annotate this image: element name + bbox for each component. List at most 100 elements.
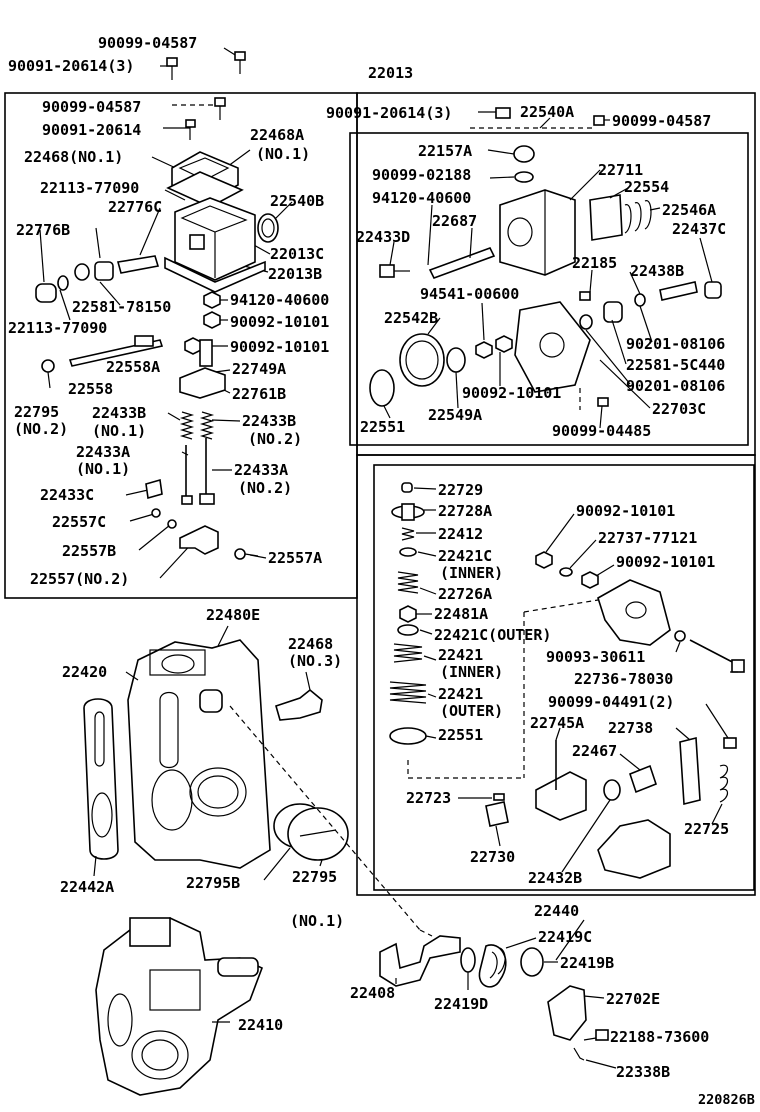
label-22421C-outer: 22421C(OUTER) (434, 626, 551, 644)
label-22433B-1: 22433B (92, 404, 146, 422)
label-22433C: 22433C (40, 486, 94, 504)
label-22749A: 22749A (232, 360, 286, 378)
label-22557A: 22557A (268, 549, 322, 567)
label-22419D: 22419D (434, 995, 488, 1013)
governor-parts (389, 482, 745, 879)
label-22412: 22412 (438, 525, 483, 543)
label-22776B: 22776B (16, 221, 70, 239)
label-22438B: 22438B (630, 262, 684, 280)
label-90091-20614-3-r: 90091-20614(3) (326, 104, 452, 122)
label-22433B-2: 22433B (242, 412, 296, 430)
label-90099-04587-r: 90099-04587 (612, 112, 711, 130)
label-22551-r: 22551 (360, 418, 405, 436)
label-22480E: 22480E (206, 606, 260, 624)
label-90092-10101-r: 90092-10101 (462, 384, 561, 402)
label-22730: 22730 (470, 848, 515, 866)
label-22433A-1: 22433A (76, 443, 130, 461)
label-22420: 22420 (62, 663, 107, 681)
label-22711: 22711 (598, 161, 643, 179)
label-22558A: 22558A (106, 358, 160, 376)
label-22728A: 22728A (438, 502, 492, 520)
bottom-labels: 22440 22419C 22419B 22408 22419D 22702E … (238, 902, 755, 1108)
label-22702E: 22702E (606, 990, 660, 1008)
pump-assembly (95, 917, 264, 1096)
label-22687: 22687 (432, 212, 477, 230)
label-90099-04491-2: 90099-04491(2) (548, 693, 674, 711)
label-90201-08106-b: 90201-08106 (626, 377, 725, 395)
label-22725: 22725 (684, 820, 729, 838)
label-22188-73600: 22188-73600 (610, 1028, 709, 1046)
label-22557-no2: 22557(NO.2) (30, 570, 129, 588)
label-22468-no3-sub: (NO.3) (288, 652, 342, 670)
label-90099-04587-top: 90099-04587 (98, 34, 197, 52)
label-22433A-2: 22433A (234, 461, 288, 479)
governor-frame (356, 454, 756, 896)
label-22795-no2: (NO.2) (14, 420, 68, 438)
label-90201-08106-a: 90201-08106 (626, 335, 725, 353)
adjuster-leaders (383, 111, 713, 429)
label-22433D: 22433D (356, 228, 410, 246)
label-22745A: 22745A (530, 714, 584, 732)
label-90092-10101-g2: 90092-10101 (616, 553, 715, 571)
label-22408: 22408 (350, 984, 395, 1002)
label-22338B: 22338B (616, 1063, 670, 1081)
label-22723: 22723 (406, 789, 451, 807)
label-22113-77090-b: 22113-77090 (8, 319, 107, 337)
label-90092-10101-a: 90092-10101 (230, 313, 329, 331)
label-22433B-2-sub: (NO.2) (248, 430, 302, 448)
housing-labels: 22480E 22468 (NO.3) 22420 22442A 22795B … (60, 606, 344, 930)
adjuster-parts (369, 107, 722, 407)
label-22442A: 22442A (60, 878, 114, 896)
label-22776C: 22776C (108, 198, 162, 216)
label-22433A-1-sub: (NO.1) (76, 460, 130, 478)
label-22549A: 22549A (428, 406, 482, 424)
label-90091-20614-3-top: 90091-20614(3) (8, 57, 134, 75)
label-90099-04485: 90099-04485 (552, 422, 651, 440)
label-90092-10101-b: 90092-10101 (230, 338, 329, 356)
label-22421C-inner: 22421C (438, 547, 492, 565)
label-22437C: 22437C (672, 220, 726, 238)
label-22726A: 22726A (438, 585, 492, 603)
label-22581-5C440: 22581-5C440 (626, 356, 725, 374)
left-labels: 90099-04587 90091-20614(3) 22013 90099-0… (8, 34, 413, 588)
label-22419C: 22419C (538, 928, 592, 946)
label-22421-inner: 22421 (438, 646, 483, 664)
label-90099-04587: 90099-04587 (42, 98, 141, 116)
label-22185: 22185 (572, 254, 617, 272)
label-22557C: 22557C (52, 513, 106, 531)
label-22795: 22795 (14, 403, 59, 421)
label-22421-inner-sub: (INNER) (440, 663, 503, 681)
label-22013-title: 22013 (368, 64, 413, 82)
label-22419B: 22419B (560, 954, 614, 972)
label-22729: 22729 (438, 481, 483, 499)
label-22421-outer: 22421 (438, 685, 483, 703)
bottom-leaders (395, 919, 617, 1069)
label-22795-no1-sub: (NO.1) (290, 912, 344, 930)
upper-cover-parts (35, 51, 279, 560)
governor-labels: 22729 22728A 90092-10101 22412 22737-771… (406, 481, 729, 887)
label-94120-40600-r: 94120-40600 (372, 189, 471, 207)
label-22540A: 22540A (520, 103, 574, 121)
housing-leaders (93, 625, 323, 881)
adjuster-subframe (349, 132, 749, 446)
label-22738: 22738 (608, 719, 653, 737)
label-94120-40600: 94120-40600 (230, 291, 329, 309)
label-22703C: 22703C (652, 400, 706, 418)
label-22467: 22467 (572, 742, 617, 760)
label-22546A: 22546A (662, 201, 716, 219)
label-22468A-sub: (NO.1) (256, 145, 310, 163)
housing-parts (83, 639, 421, 931)
governor-subframe (373, 464, 755, 891)
label-22433A-2-sub: (NO.2) (238, 479, 292, 497)
label-22432B: 22432B (528, 869, 582, 887)
label-22795-no1: 22795 (292, 868, 337, 886)
label-22468-no3: 22468 (288, 635, 333, 653)
label-22013C: 22013C (270, 245, 324, 263)
label-22113-77090-a: 22113-77090 (40, 179, 139, 197)
label-94541-00600: 94541-00600 (420, 285, 519, 303)
adjuster-labels: 90091-20614(3) 22540A 90099-04587 22157A… (326, 103, 726, 440)
label-22440: 22440 (534, 902, 579, 920)
label-22410: 22410 (238, 1016, 283, 1034)
governor-leaders (413, 487, 738, 873)
label-90092-10101-g1: 90092-10101 (576, 502, 675, 520)
